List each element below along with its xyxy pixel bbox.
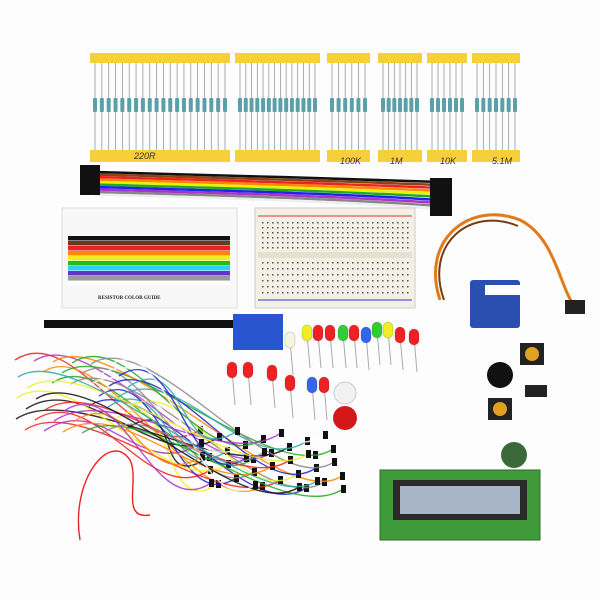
resistor-label-10k: 10K <box>440 156 457 166</box>
white-button-cap <box>333 381 357 405</box>
resistor-strips <box>90 53 520 162</box>
resistor-label-1m: 1M <box>390 156 403 166</box>
breadboard <box>254 207 416 309</box>
servo-motor <box>434 213 585 328</box>
jumper-ribbon <box>80 165 452 216</box>
resistor-color-guide-card <box>61 207 238 309</box>
jumper-wires <box>14 352 346 541</box>
resistor-label-5-1m: 5.1M <box>492 156 513 166</box>
resistor-label-220r: 220R <box>134 151 156 161</box>
buzzer <box>487 362 513 388</box>
leds <box>226 321 420 421</box>
resistor-label-100k: 100K <box>340 156 362 166</box>
lcd-module <box>379 469 541 541</box>
header-pins <box>44 320 236 328</box>
relay <box>233 314 283 350</box>
color-guide-title: RESISTOR COLOR GUIDE <box>98 296 161 301</box>
red-button-cap <box>333 406 357 430</box>
capacitor <box>525 385 547 397</box>
potentiometer <box>501 442 527 468</box>
